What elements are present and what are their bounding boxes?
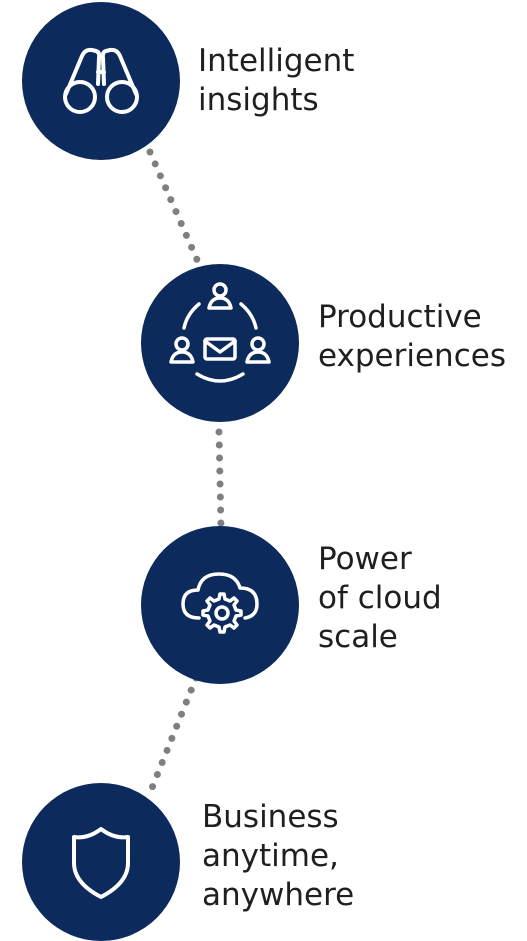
step-2-circle bbox=[141, 264, 299, 422]
step-1-circle bbox=[22, 2, 180, 160]
step-2-label: Productive experiences bbox=[318, 298, 506, 376]
step-1-line-1: Intelligent bbox=[198, 43, 355, 79]
shield-icon bbox=[72, 827, 130, 899]
step-4-line-2: anytime, bbox=[202, 838, 339, 874]
step-1-line-2: insights bbox=[198, 82, 319, 118]
binoculars-icon bbox=[63, 47, 139, 114]
connector-3-4 bbox=[148, 674, 200, 792]
step-1-label: Intelligent insights bbox=[198, 42, 354, 120]
step-3-line-2: of cloud bbox=[318, 580, 442, 616]
cloud-gear-icon bbox=[181, 572, 259, 634]
step-3-line-1: Power bbox=[318, 541, 412, 577]
step-4-label: Business anytime, anywhere bbox=[202, 798, 354, 915]
step-4-circle bbox=[22, 783, 180, 941]
step-2-line-2: experiences bbox=[318, 338, 506, 374]
collaboration-icon bbox=[169, 282, 271, 383]
step-4-line-1: Business bbox=[202, 799, 339, 835]
step-4-line-3: anywhere bbox=[202, 877, 355, 913]
step-3-circle bbox=[141, 526, 299, 684]
connector-2-3 bbox=[215, 428, 225, 532]
connector-1-2 bbox=[146, 148, 202, 266]
step-3-line-3: scale bbox=[318, 619, 398, 655]
step-2-line-1: Productive bbox=[318, 299, 482, 335]
step-3-label: Power of cloud scale bbox=[318, 540, 442, 657]
